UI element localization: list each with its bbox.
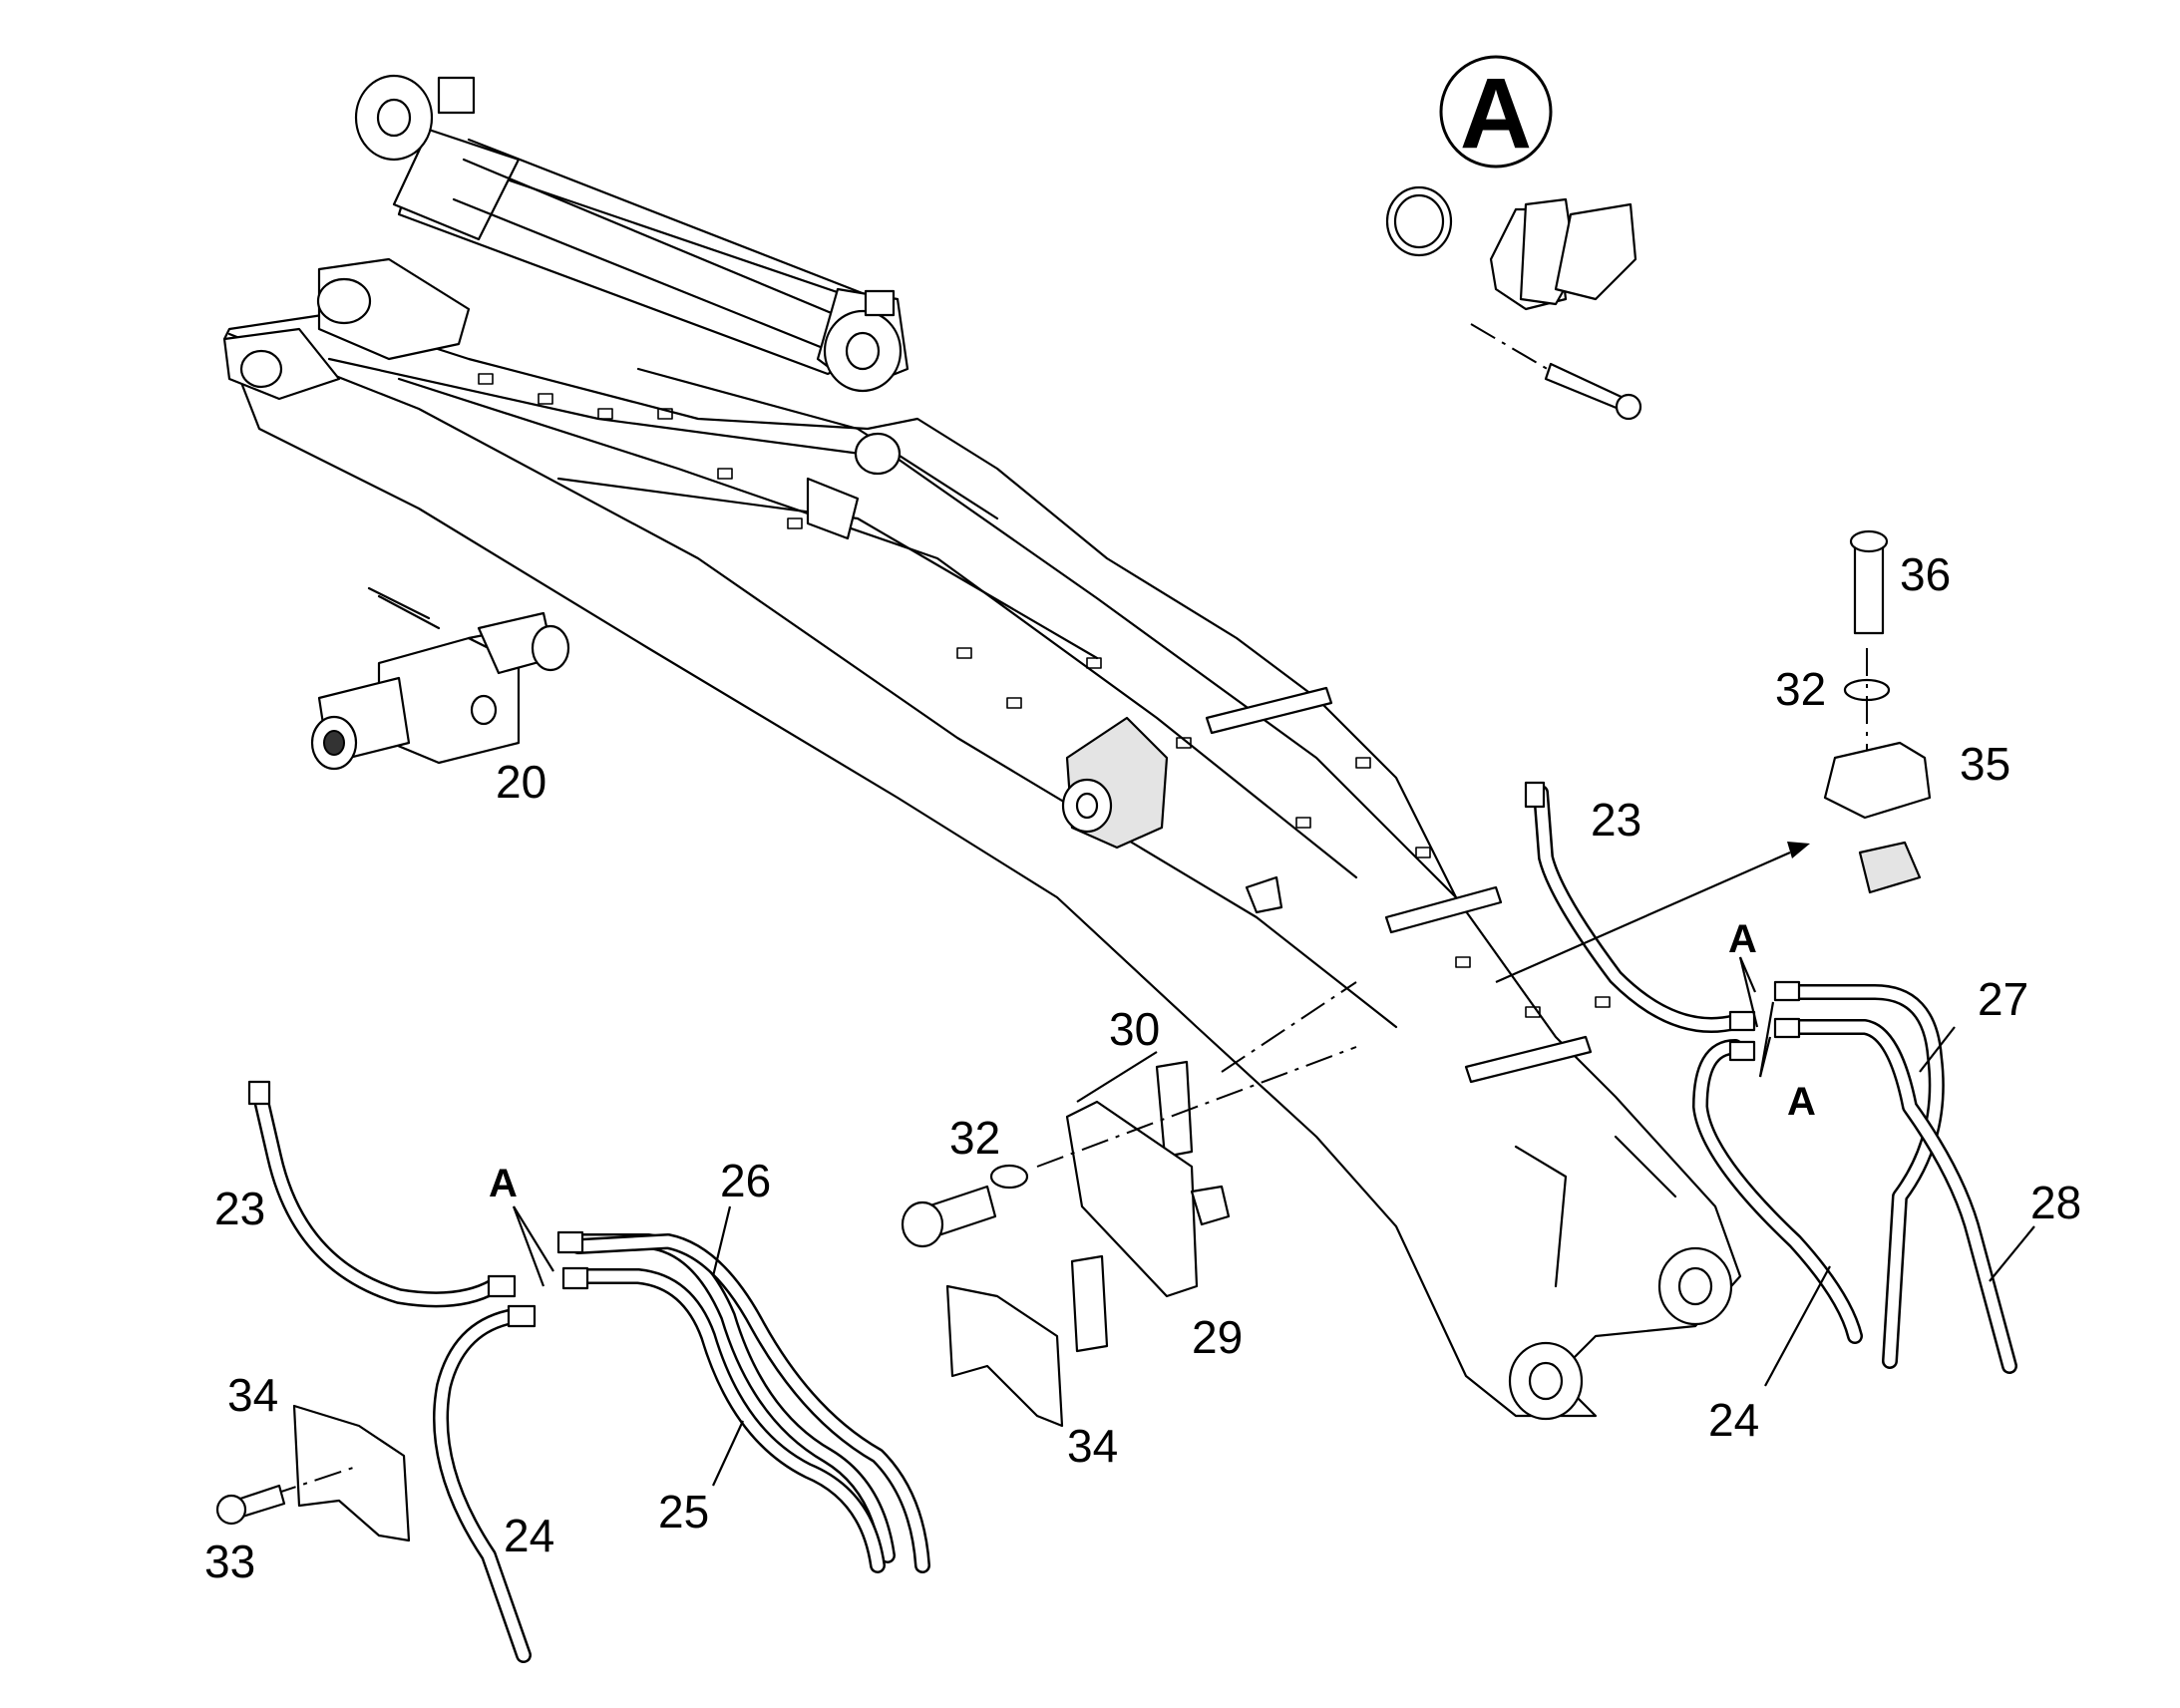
detail-a: A <box>1385 55 1642 421</box>
callout-26: 26 <box>720 1155 771 1206</box>
clamp-34-mid <box>945 1284 1064 1428</box>
connection-label-a-left: A <box>489 1162 518 1205</box>
right-hoses <box>1524 781 2017 1374</box>
callout-23-right: 23 <box>1591 794 1641 846</box>
callout-24-right: 24 <box>1708 1394 1759 1446</box>
arrow-head <box>1787 842 1810 858</box>
bolt-36 <box>1853 541 1885 635</box>
spacer-30 <box>1155 1060 1194 1159</box>
connection-label-a-right-top: A <box>1728 917 1757 961</box>
washer-32-mid <box>989 1164 1029 1190</box>
excavator-boom <box>222 257 1742 1421</box>
bracket-29 <box>1065 1100 1199 1298</box>
callout-34-left: 34 <box>227 1369 278 1421</box>
right-clamp-assembly <box>1823 529 1932 894</box>
detail-marker-letter: A <box>1460 58 1532 170</box>
boom-cylinder <box>354 74 909 393</box>
leader-lines <box>512 956 2035 1487</box>
flange-half-right <box>1554 202 1637 301</box>
clamp-location-arrow <box>1495 851 1791 984</box>
connection-label-a-right-bottom: A <box>1787 1080 1816 1124</box>
spacer-mid <box>1070 1254 1109 1353</box>
callout-23-left: 23 <box>214 1183 265 1234</box>
callout-34-mid: 34 <box>1067 1420 1118 1472</box>
callout-33: 33 <box>204 1536 255 1587</box>
middle-bracket-assembly <box>901 1046 1357 1428</box>
callout-28: 28 <box>2030 1177 2081 1228</box>
o-ring <box>1385 185 1453 257</box>
solenoid-valve <box>310 586 570 771</box>
callout-29: 29 <box>1192 1311 1243 1363</box>
callout-24-left: 24 <box>504 1510 554 1561</box>
detail-marker-circle <box>1439 55 1553 169</box>
callout-32-left: 32 <box>949 1112 1000 1164</box>
callout-32-right: 32 <box>1775 663 1826 715</box>
nut-mid <box>1190 1185 1231 1226</box>
clamp-block <box>1858 841 1922 894</box>
callout-35: 35 <box>1960 738 2010 790</box>
left-hoses <box>247 1080 930 1663</box>
clamp-35 <box>1823 741 1932 820</box>
callout-30: 30 <box>1109 1003 1160 1055</box>
callout-36: 36 <box>1900 548 1951 600</box>
callout-20: 20 <box>496 756 546 808</box>
clamp-34-left <box>292 1404 411 1542</box>
callout-27: 27 <box>1978 973 2028 1025</box>
callout-25: 25 <box>658 1486 709 1537</box>
left-clamp-assembly <box>215 1404 411 1542</box>
flange-bolt <box>1544 362 1628 413</box>
